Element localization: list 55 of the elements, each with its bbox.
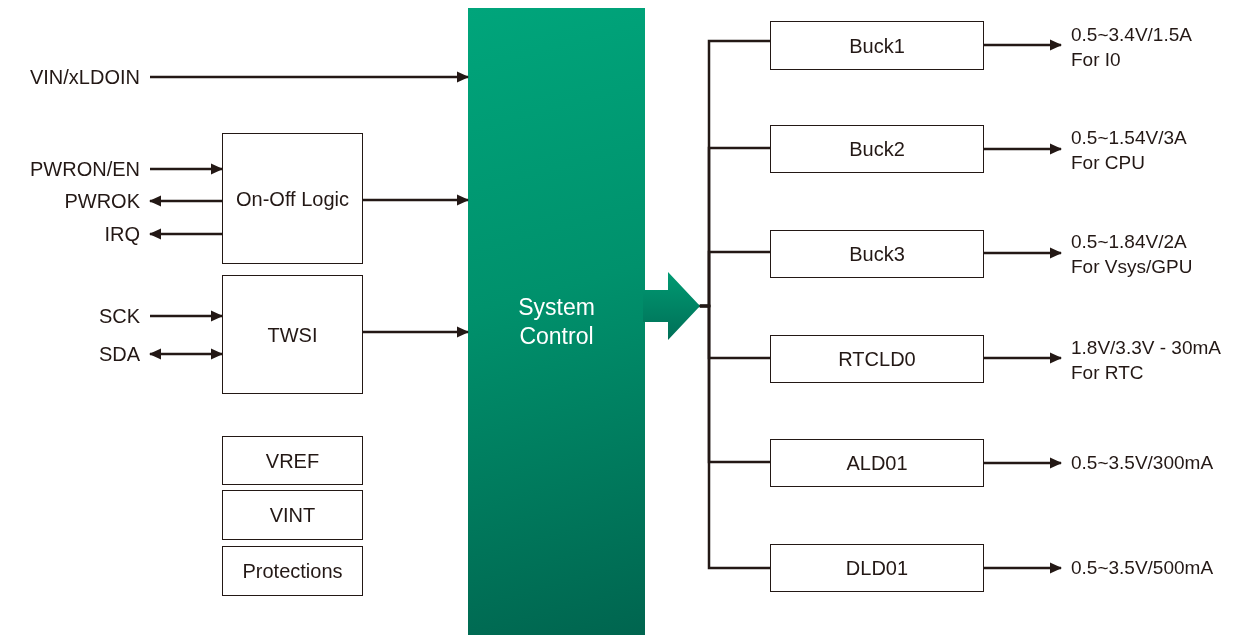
block-box — [222, 436, 363, 485]
system-control-block — [468, 8, 645, 635]
block-box — [222, 490, 363, 540]
signal-label: PWROK — [64, 189, 140, 213]
output-rating: 0.5~1.54V/3A — [1071, 126, 1187, 151]
block-box — [770, 544, 984, 592]
arrow — [150, 71, 469, 83]
output-usage: For CPU — [1071, 151, 1146, 175]
arrow — [149, 348, 223, 360]
block-label: System Control — [517, 292, 596, 351]
arrow — [363, 194, 469, 206]
arrow — [363, 326, 469, 338]
block-label: DLD01 — [845, 556, 909, 581]
arrow — [150, 310, 223, 322]
block-label: Buck1 — [849, 33, 905, 59]
output-rating: 1.8V/3.3V - 30mA — [1071, 336, 1221, 361]
block-box — [770, 125, 984, 173]
block-label: VREF — [265, 448, 320, 474]
signal-label: IRQ — [104, 222, 140, 246]
output-rating: 0.5~3.5V/500mA — [1071, 555, 1214, 580]
output-rating: 0.5~3.5V/300mA — [1071, 450, 1214, 475]
signal-label: SCK — [98, 304, 140, 328]
arrow — [984, 457, 1062, 469]
block-box — [222, 546, 363, 596]
block-box — [770, 230, 984, 278]
block-label: RTCLD0 — [838, 347, 916, 372]
arrow — [149, 228, 222, 240]
block-label: Buck2 — [849, 137, 905, 162]
block-label: VINT — [269, 503, 316, 528]
signal-label: SDA — [98, 342, 140, 366]
arrow — [984, 143, 1062, 155]
arrow — [984, 39, 1062, 51]
arrow — [150, 163, 223, 175]
signal-label: VIN/xLDOIN — [29, 65, 140, 89]
block-label: On-Off Logic — [236, 186, 349, 212]
block-box — [222, 133, 363, 264]
signal-label: PWRON/EN — [30, 157, 140, 181]
block-label: Protections — [242, 559, 343, 584]
arrow — [984, 352, 1062, 364]
block-box — [770, 21, 984, 70]
arrow — [984, 562, 1062, 574]
arrow — [149, 195, 222, 207]
block-box — [770, 335, 984, 383]
output-usage: For RTC — [1071, 361, 1145, 385]
block-box — [222, 275, 363, 394]
block-box — [770, 439, 984, 487]
output-rating: 0.5~3.4V/1.5A — [1071, 23, 1192, 48]
output-usage: For I0 — [1071, 48, 1122, 72]
bus-line — [700, 304, 770, 570]
block-label: TWSI — [267, 322, 318, 348]
block-label: Buck3 — [849, 242, 905, 267]
block-label: ALD01 — [846, 451, 908, 476]
arrow — [984, 247, 1062, 259]
output-usage: For Vsys/GPU — [1071, 255, 1193, 279]
output-rating: 0.5~1.84V/2A — [1071, 230, 1188, 255]
